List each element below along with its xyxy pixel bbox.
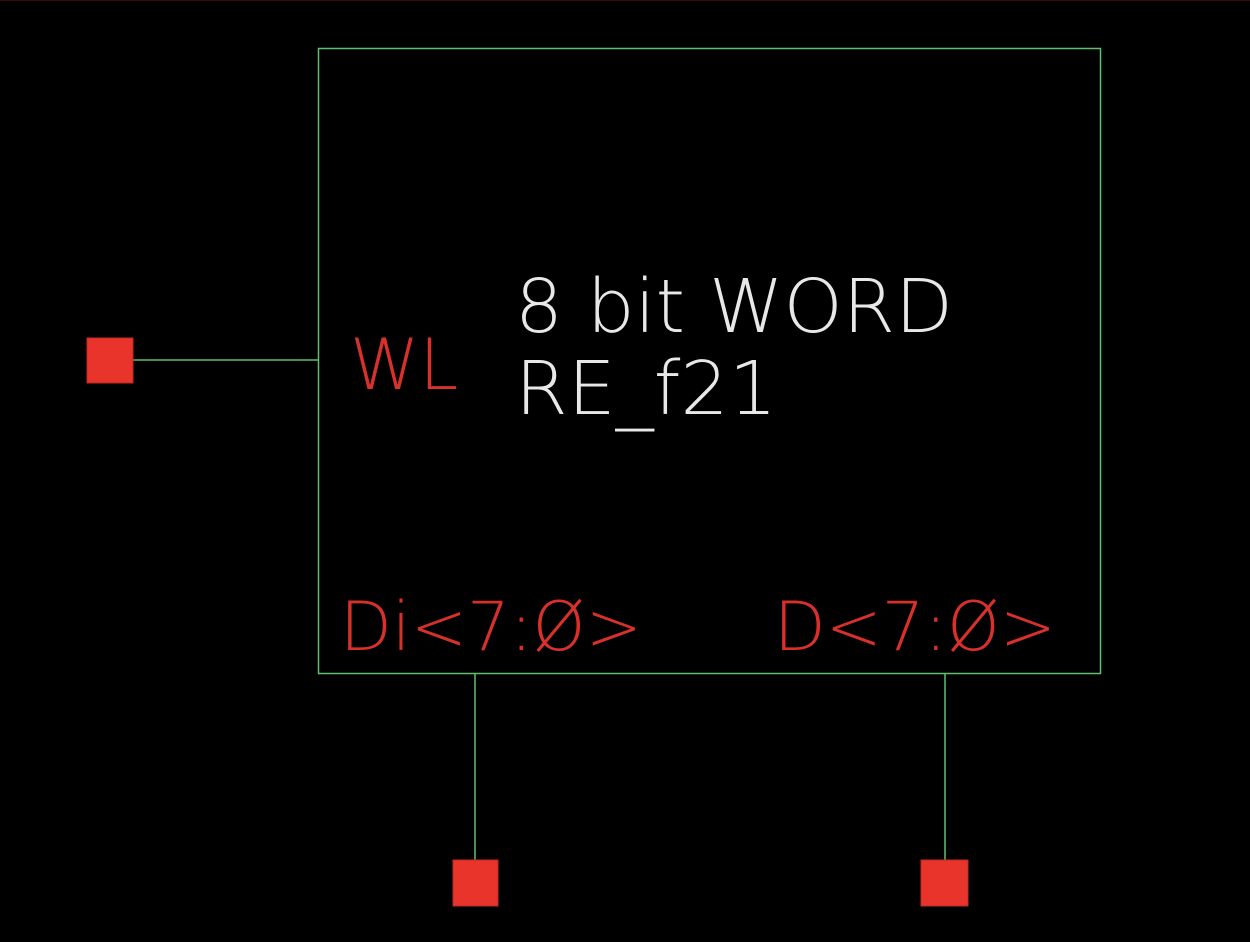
pin-label-di: Di<7:Ø>: [340, 588, 642, 667]
pin-di[interactable]: [452, 859, 499, 907]
canvas-top-edge: [0, 0, 1250, 1]
pin-label-d: D<7:Ø>: [774, 588, 1056, 667]
symbol-title-line2: RE_f21: [515, 346, 777, 432]
symbol-body-outline[interactable]: [317, 47, 1102, 675]
pin-d[interactable]: [920, 859, 969, 907]
pin-label-wl: WL: [350, 324, 458, 406]
symbol-title-line1: 8 bit WORD: [515, 264, 953, 350]
pin-wl[interactable]: [86, 337, 134, 384]
